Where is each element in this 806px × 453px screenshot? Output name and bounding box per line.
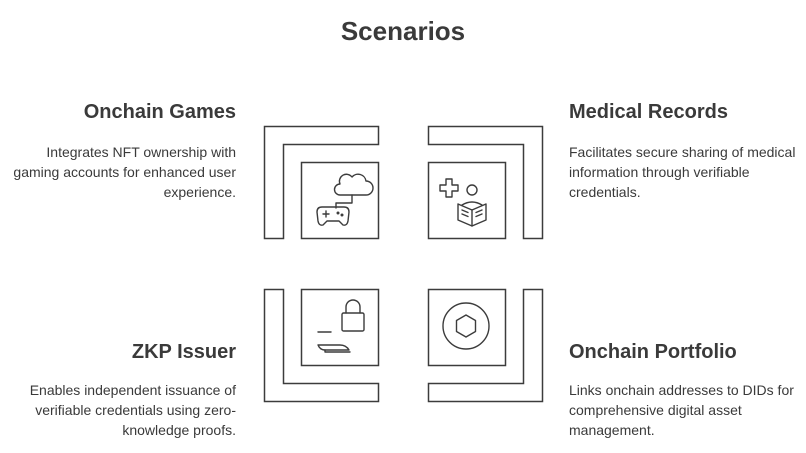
box-medical-records [427,161,507,240]
description-onchain-portfolio: Links onchain addresses to DIDs for comp… [569,382,794,438]
box-onchain-portfolio [427,288,507,367]
description-medical-records: Facilitates secure sharing of medical in… [569,144,796,200]
heading-zkp-issuer: ZKP Issuer [131,341,236,363]
heading-medical-records: Medical Records [569,101,728,123]
frame-onchain-portfolio [427,288,544,403]
medical-reading-icon [439,178,487,227]
lock-hand-icon [317,299,365,353]
page-title: Scenarios [340,16,466,46]
description-onchain-games: Integrates NFT ownership with gaming acc… [13,144,236,200]
heading-onchain-games: Onchain Games [83,101,236,123]
frame-zkp-issuer [263,288,380,403]
description-zkp-issuer: Enables independent issuance of verifiab… [29,382,236,438]
frame-onchain-games [263,125,380,240]
box-zkp-issuer [300,288,380,367]
gamepad-cloud-icon [316,173,374,226]
frame-medical-records [427,125,544,240]
heading-onchain-portfolio: Onchain Portfolio [569,341,737,363]
box-onchain-games [300,161,380,240]
hexagon-coin-icon [442,302,490,350]
